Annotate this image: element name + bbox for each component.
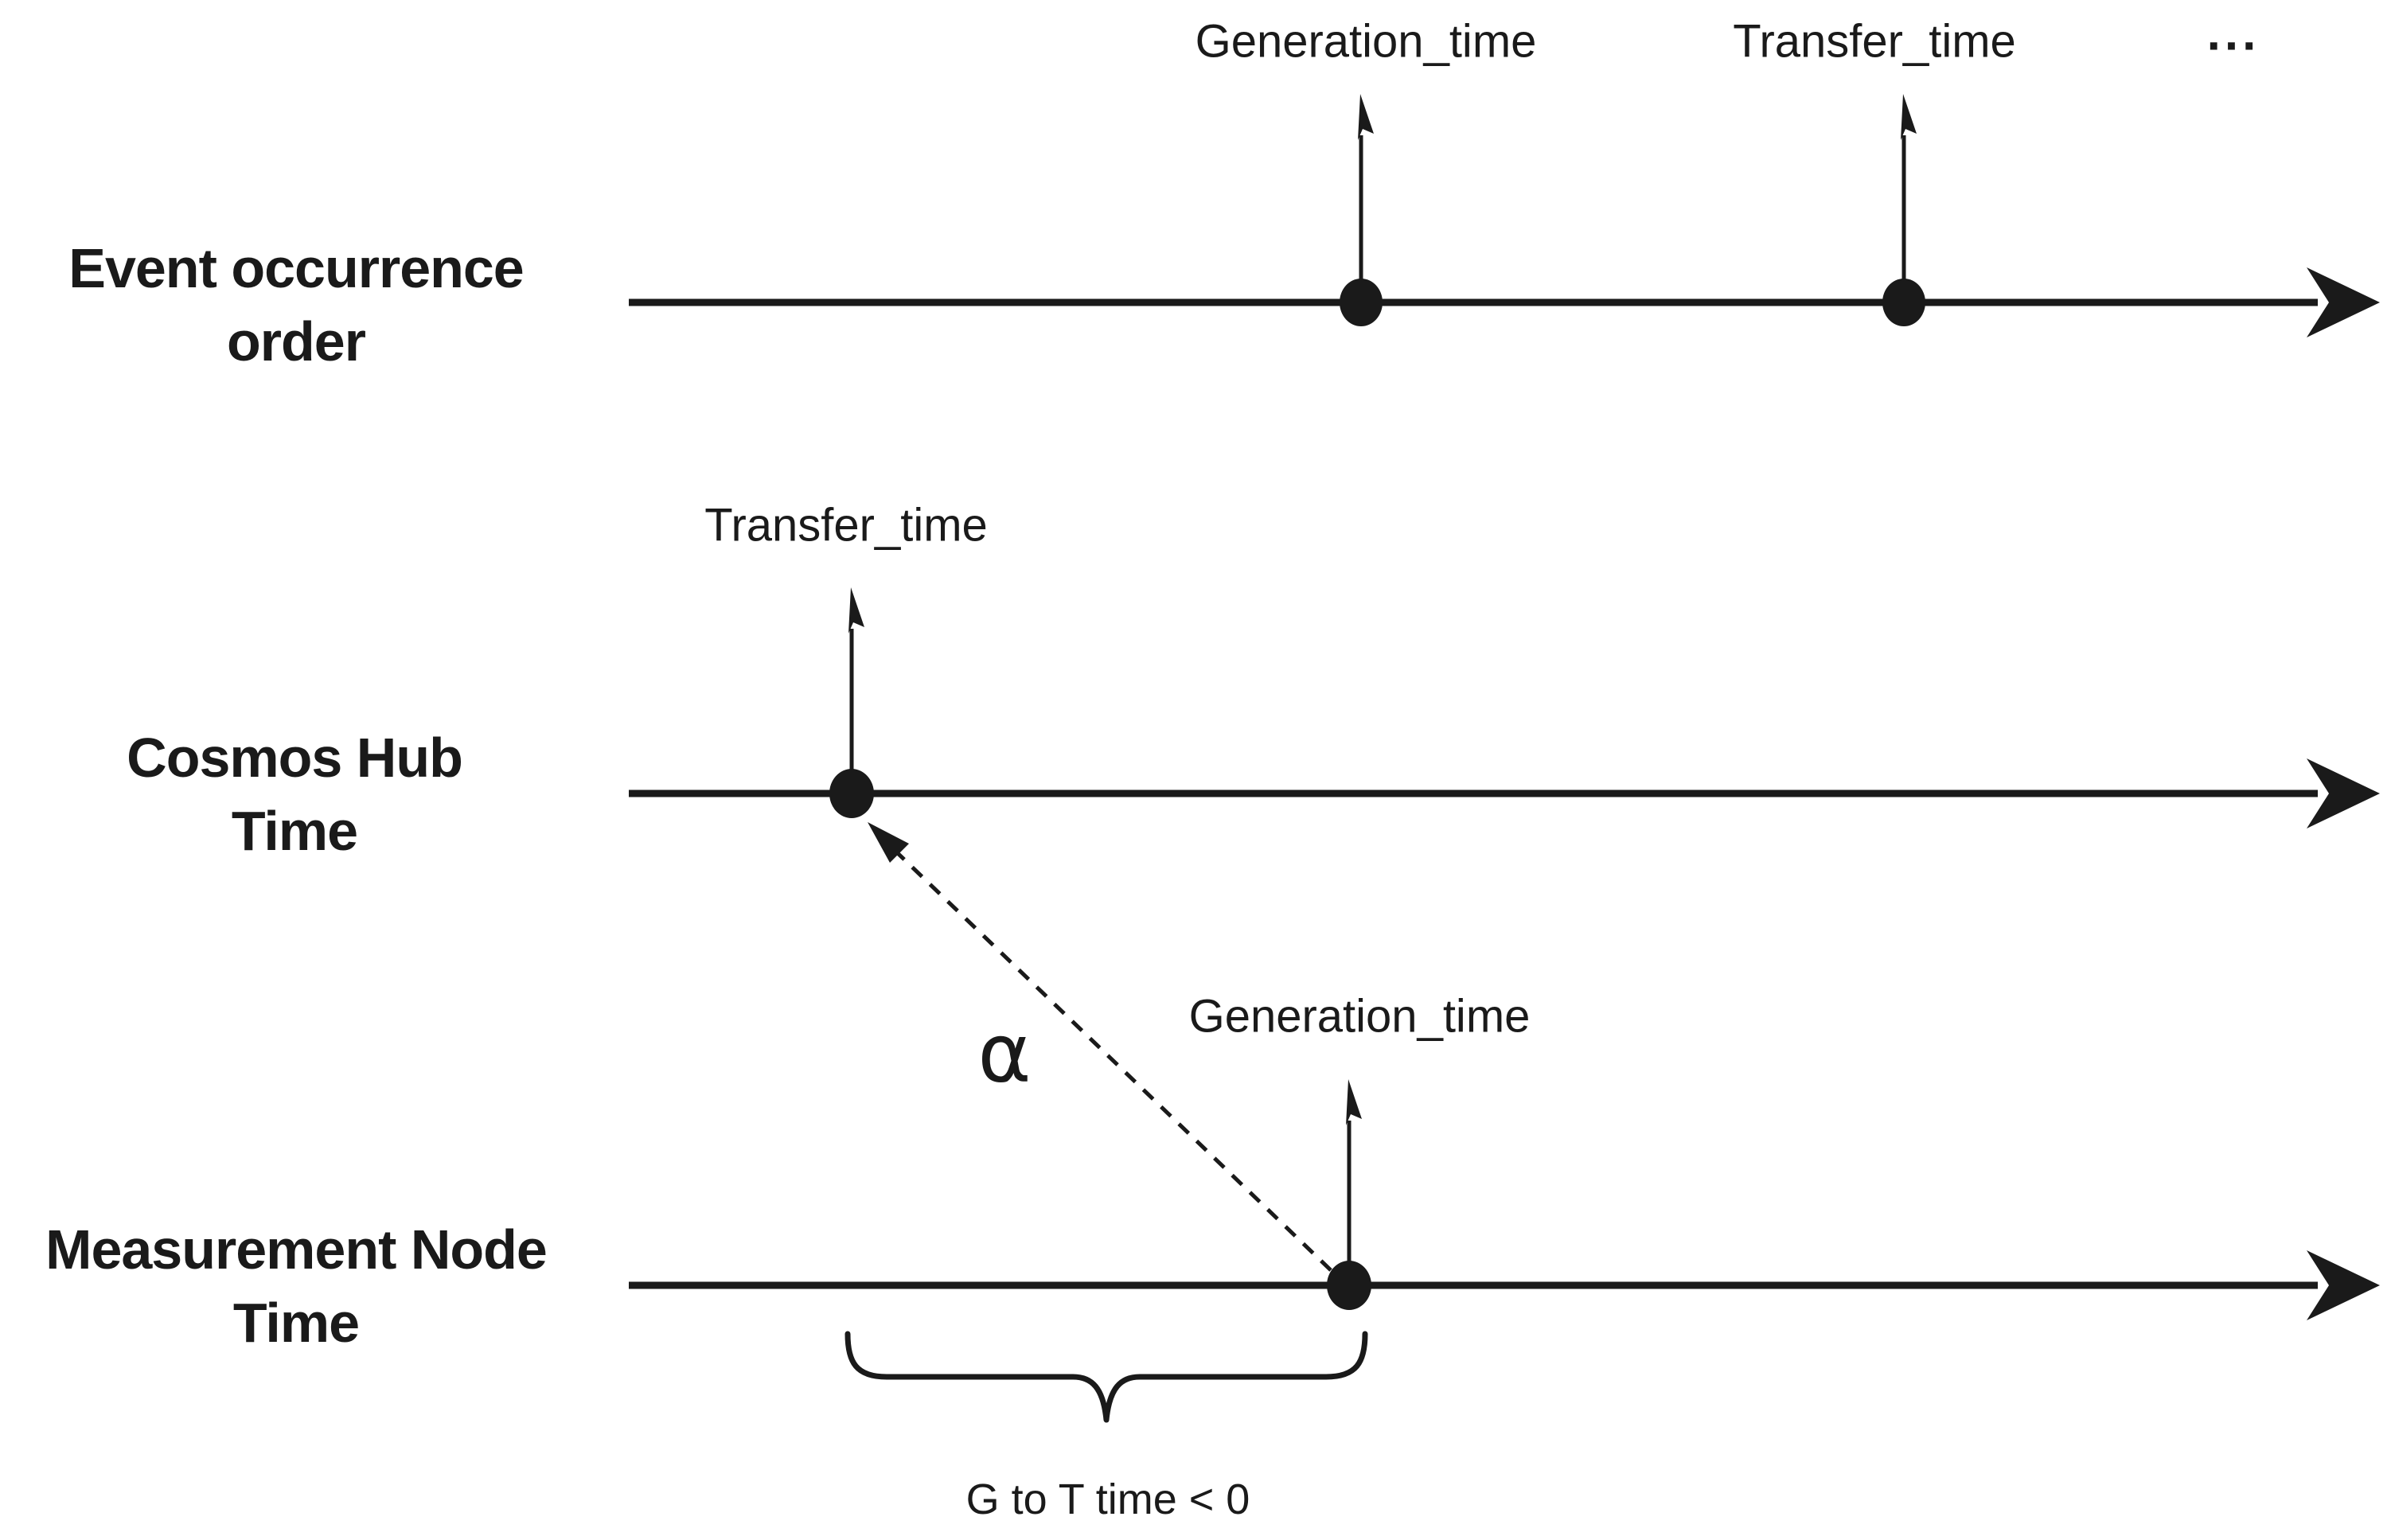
alpha-dashed-arrow xyxy=(868,822,1332,1272)
event-arrowhead-icon xyxy=(848,587,864,634)
row-label-line1: Event occurrence xyxy=(68,237,524,299)
brace-label: G to T time < 0 xyxy=(965,1476,1250,1523)
timeline-event-occurrence xyxy=(629,94,2380,337)
event-label-generation-time-row3: Generation_time xyxy=(1188,990,1531,1043)
underbrace xyxy=(844,1331,1368,1423)
row-label-cosmos-hub: Cosmos Hub Time xyxy=(127,721,463,867)
event-arrowhead-icon xyxy=(1901,94,1917,140)
ellipsis-label: ... xyxy=(2206,6,2260,61)
timeline-measurement-node xyxy=(629,1079,2380,1320)
event-arrowhead-icon xyxy=(1358,94,1374,140)
row-label-line2: order xyxy=(227,310,366,372)
event-label-transfer-time-row2: Transfer_time xyxy=(704,499,988,552)
event-arrowhead-icon xyxy=(1346,1079,1362,1125)
timeline-arrowhead-icon xyxy=(2307,1250,2380,1320)
event-label-generation-time-row1: Generation_time xyxy=(1195,15,1537,68)
event-dot-generation-time xyxy=(1340,279,1383,326)
alpha-label: α xyxy=(977,1006,1032,1101)
row-label-line2: Time xyxy=(231,800,358,862)
row-label-line1: Measurement Node xyxy=(45,1218,548,1281)
row-label-measurement-node: Measurement Node Time xyxy=(45,1213,548,1359)
timeline-cosmos-hub xyxy=(629,587,2380,828)
alpha-dashed-line xyxy=(879,835,1332,1272)
event-dot-transfer-time xyxy=(829,769,874,818)
alpha-arrowhead-icon xyxy=(868,822,909,863)
event-dot-transfer-time xyxy=(1882,279,1925,326)
timeline-arrowhead-icon xyxy=(2307,267,2380,337)
row-label-line2: Time xyxy=(232,1292,360,1354)
timeline-arrowhead-icon xyxy=(2307,758,2380,828)
row-label-event-occurrence: Event occurrence order xyxy=(68,232,524,378)
event-label-transfer-time-row1: Transfer_time xyxy=(1733,15,2016,68)
event-dot-generation-time xyxy=(1327,1261,1371,1310)
row-label-line1: Cosmos Hub xyxy=(127,727,463,789)
